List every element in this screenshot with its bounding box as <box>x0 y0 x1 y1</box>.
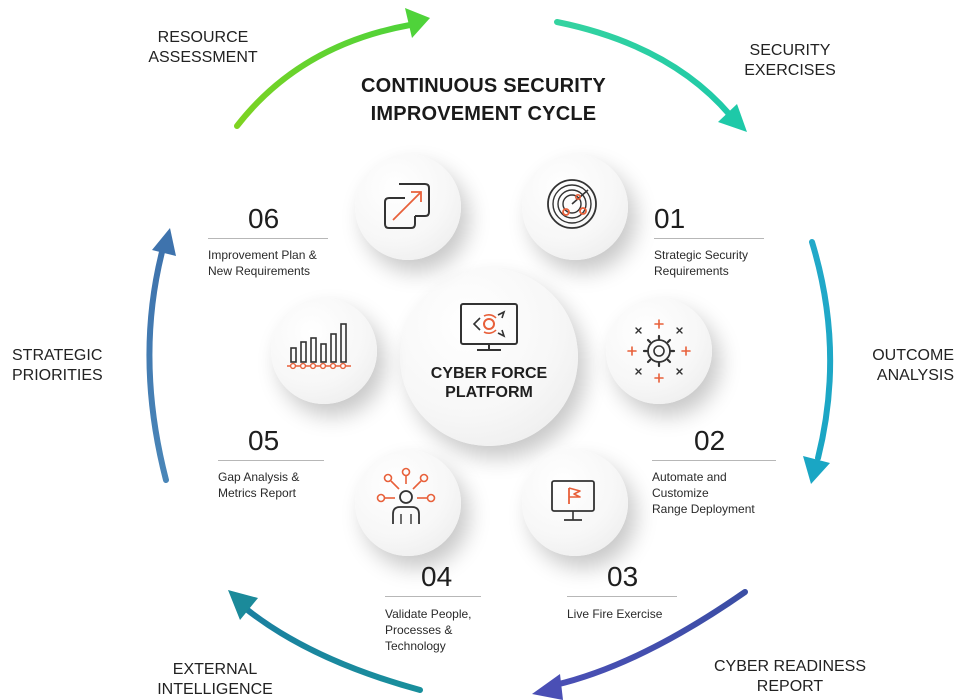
label-strategic-priorities: STRATEGIC PRIORITIES <box>12 347 103 384</box>
radar-icon <box>547 179 597 229</box>
step-06-text: Improvement Plan & New Requirements <box>208 248 317 278</box>
center-label-line-2: PLATFORM <box>445 384 533 401</box>
step-01-label: 01 Strategic Security Requirements <box>654 204 764 279</box>
step-04-number: 04 <box>421 561 453 592</box>
gear-network-icon <box>627 319 691 383</box>
step-02-circle <box>606 298 712 404</box>
step-01-number: 01 <box>654 203 686 234</box>
step-05-text: Gap Analysis & Metrics Report <box>218 470 300 500</box>
monitor-flag-icon <box>551 480 595 521</box>
label-resource-assessment: RESOURCE ASSESSMENT <box>148 29 258 66</box>
step-01-circle <box>522 154 628 260</box>
step-02-number: 02 <box>694 425 726 456</box>
step-03-label: 03 Live Fire Exercise <box>567 562 677 622</box>
step-05-divider <box>218 460 324 461</box>
label-outcome-analysis: OUTCOME ANALYSIS <box>872 347 954 384</box>
step-03-circle <box>522 450 628 556</box>
step-03-text: Live Fire Exercise <box>567 607 663 621</box>
center-label-line-1: CYBER FORCE <box>430 365 548 382</box>
center-platform-label: CYBER FORCE PLATFORM <box>400 364 578 402</box>
center-platform-circle: CYBER FORCE PLATFORM <box>400 268 578 446</box>
label-cyber-readiness-report: CYBER READINESS REPORT <box>713 658 867 695</box>
bar-chart-icon <box>287 323 351 370</box>
step-02-text: Automate and Customize Range Deployment <box>652 470 755 516</box>
title-line-2: IMPROVEMENT CYCLE <box>370 103 597 125</box>
step-03-number: 03 <box>607 561 639 592</box>
expand-arrow-icon <box>384 183 430 229</box>
step-04-label: 04 Validate People, Processes & Technolo… <box>385 562 481 654</box>
label-security-exercises: SECURITY EXERCISES <box>744 42 836 79</box>
step-06-number: 06 <box>248 203 280 234</box>
person-network-icon <box>376 467 436 524</box>
arc-external-intelligence <box>228 590 423 693</box>
arc-strategic-priorities <box>146 228 176 483</box>
arc-cyber-readiness-report <box>532 589 748 700</box>
step-01-text: Strategic Security Requirements <box>654 248 749 278</box>
diagram-title: CONTINUOUS SECURITY IMPROVEMENT CYCLE <box>0 72 967 128</box>
step-01-divider <box>654 238 764 239</box>
step-05-number: 05 <box>248 425 280 456</box>
step-06-circle <box>355 154 461 260</box>
step-05-circle <box>271 298 377 404</box>
label-external-intelligence: EXTERNAL INTELLIGENCE <box>157 661 273 698</box>
monitor-radar-icon <box>460 303 518 351</box>
step-05-label: 05 Gap Analysis & Metrics Report <box>218 426 324 501</box>
step-06-divider <box>208 238 328 239</box>
step-04-circle <box>355 450 461 556</box>
arc-security-exercises <box>554 19 747 132</box>
step-03-divider <box>567 596 677 597</box>
arc-outcome-analysis <box>803 239 834 484</box>
step-02-label: 02 Automate and Customize Range Deployme… <box>652 426 776 517</box>
step-06-label: 06 Improvement Plan & New Requirements <box>208 204 328 279</box>
title-line-1: CONTINUOUS SECURITY <box>361 75 606 97</box>
step-02-divider <box>652 460 776 461</box>
step-04-divider <box>385 596 481 597</box>
step-04-text: Validate People, Processes & Technology <box>385 607 472 653</box>
arc-resource-assessment <box>234 8 430 129</box>
